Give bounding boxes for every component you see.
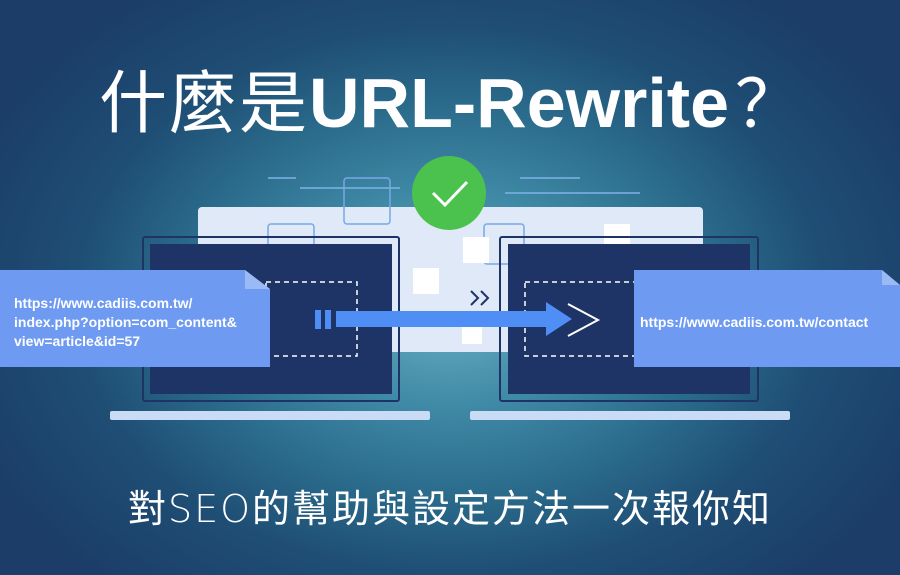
- source-url: https://www.cadiis.com.tw/ index.php?opt…: [14, 294, 264, 351]
- url-card-left: [0, 270, 270, 367]
- url-card-right: [634, 270, 900, 367]
- rewritten-url: https://www.cadiis.com.tw/contact: [640, 314, 869, 330]
- title-english: URL-Rewrite: [308, 64, 730, 142]
- source-url-line-2: index.php?option=com_content&: [14, 314, 237, 330]
- check-circle-icon: [412, 156, 486, 230]
- page-title: 什麼是URL-Rewrite？: [0, 48, 900, 147]
- subtitle: 對SEO的幫助與設定方法一次報你知: [127, 487, 773, 531]
- arrow-right-icon: [336, 302, 572, 336]
- title-question-mark: ？: [735, 66, 802, 143]
- decorative-lines: [268, 177, 640, 194]
- source-url-line-1: https://www.cadiis.com.tw/: [14, 295, 193, 311]
- source-url-line-3: view=article&id=57: [14, 333, 141, 349]
- double-chevron-icon: [470, 290, 490, 306]
- title-chinese: 什麼是: [98, 65, 309, 144]
